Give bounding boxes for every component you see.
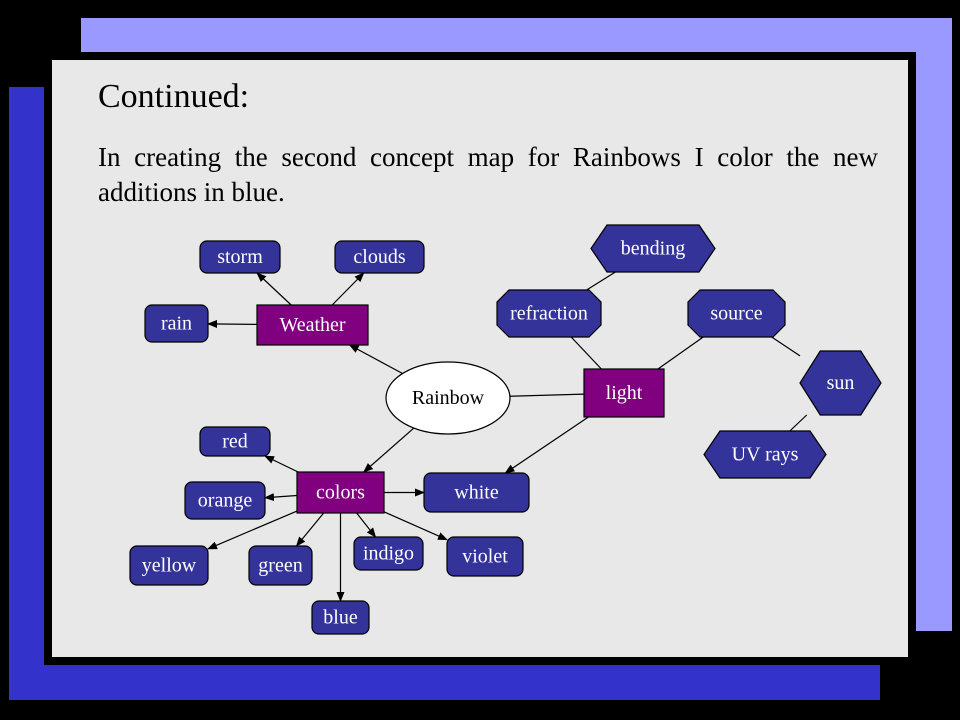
node-rain-shape	[144, 304, 209, 343]
node-red: red	[199, 426, 271, 457]
edge-light-to-white	[504, 416, 589, 474]
node-bending: bending	[590, 224, 716, 273]
node-violet-shape	[446, 536, 524, 577]
node-colors: colors	[296, 471, 385, 514]
node-source-shape	[687, 289, 786, 338]
node-orange: orange	[184, 481, 266, 520]
concept-map-nodes: Rainbow Weather light colors storm clouds rain…	[129, 224, 882, 635]
node-red-shape	[199, 426, 271, 457]
node-refraction: refraction	[496, 289, 602, 338]
node-rainbow-shape	[385, 361, 511, 435]
node-clouds: clouds	[334, 240, 425, 274]
slide-title: Continued:	[98, 78, 250, 115]
node-light-label: light	[606, 382, 643, 404]
node-rain: rain	[144, 304, 209, 343]
node-orange-label: orange	[198, 490, 253, 512]
slide-body-text: In creating the second concept map for R…	[98, 142, 878, 207]
node-colors-shape	[296, 471, 385, 514]
node-indigo: indigo	[353, 536, 424, 571]
node-uvrays-shape	[703, 430, 827, 479]
node-yellow-label: yellow	[142, 555, 197, 577]
edge-rainbow-to-colors	[363, 427, 415, 473]
node-white-label: white	[454, 482, 499, 504]
node-bending-shape	[590, 224, 716, 273]
edge-colors-to-indigo	[356, 512, 377, 538]
node-white: white	[423, 472, 530, 513]
node-source: source	[687, 289, 786, 338]
edge-weather-to-storm	[256, 272, 292, 306]
concept-map-edges	[207, 271, 808, 602]
node-green: green	[248, 545, 313, 586]
node-uvrays: UV rays	[703, 430, 827, 479]
edge-colors-to-yellow	[207, 510, 298, 550]
edge-colors-to-green	[295, 512, 325, 547]
node-blue: blue	[311, 600, 370, 635]
node-refraction-shape	[496, 289, 602, 338]
node-storm: storm	[199, 240, 281, 274]
edge-weather-to-rain	[207, 319, 258, 328]
node-violet-label: violet	[462, 546, 508, 568]
edge-rainbow-to-weather	[348, 344, 403, 375]
node-yellow-shape	[129, 545, 209, 586]
node-weather: Weather	[256, 304, 369, 346]
node-sun-shape	[799, 350, 882, 416]
node-sun-label: sun	[827, 372, 855, 394]
node-violet: violet	[446, 536, 524, 577]
node-red-label: red	[222, 431, 248, 453]
node-rain-label: rain	[161, 313, 192, 335]
node-clouds-shape	[334, 240, 425, 274]
edge-colors-to-orange	[264, 493, 298, 502]
node-bending-label: bending	[621, 238, 685, 260]
node-rainbow: Rainbow	[385, 361, 511, 435]
node-rainbow-label: Rainbow	[412, 387, 485, 409]
node-storm-label: storm	[217, 246, 263, 268]
node-weather-label: Weather	[279, 314, 345, 336]
node-light-shape	[583, 368, 665, 418]
edge-colors-to-red	[264, 455, 299, 473]
edge-refraction-to-bending	[586, 271, 616, 291]
node-uvrays-label: UV rays	[732, 444, 799, 466]
node-light: light	[583, 368, 665, 418]
node-source-label: source	[710, 303, 762, 325]
node-indigo-label: indigo	[363, 543, 414, 565]
edge-source-to-sun	[771, 336, 801, 357]
node-storm-shape	[199, 240, 281, 274]
edge-colors-to-violet	[383, 511, 448, 541]
node-orange-shape	[184, 481, 266, 520]
node-blue-label: blue	[323, 607, 358, 629]
node-yellow: yellow	[129, 545, 209, 586]
node-clouds-label: clouds	[353, 246, 405, 268]
node-indigo-shape	[353, 536, 424, 571]
node-weather-shape	[256, 304, 369, 346]
node-green-label: green	[258, 555, 302, 577]
node-white-shape	[423, 472, 530, 513]
edge-rainbow-to-light	[509, 393, 585, 397]
node-refraction-label: refraction	[510, 303, 588, 325]
node-blue-shape	[311, 600, 370, 635]
edge-sun-to-uvrays	[789, 414, 808, 432]
node-colors-label: colors	[316, 482, 365, 504]
node-sun: sun	[799, 350, 882, 416]
edge-light-to-refraction	[570, 336, 602, 370]
node-green-shape	[248, 545, 313, 586]
edge-weather-to-clouds	[331, 272, 365, 306]
edge-light-to-source	[657, 336, 704, 370]
